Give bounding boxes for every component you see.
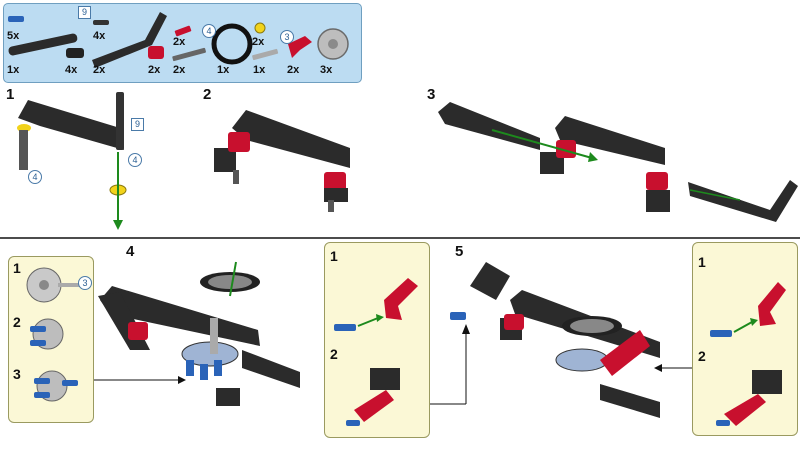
qty-wheel: 3x (320, 64, 333, 76)
bent-beam-part (92, 12, 167, 68)
parts-drawings (8, 12, 349, 68)
step4-model (92, 261, 300, 406)
axle-pin-part (93, 20, 109, 25)
step-number-2: 2 (203, 86, 212, 103)
qty-beam-9: 1x (7, 64, 20, 76)
callout-left-sub-1: 1 (13, 260, 21, 276)
step-number-3: 3 (427, 86, 436, 103)
step1-beam-length: 9 (131, 118, 144, 131)
wheel-hub-detail (328, 39, 338, 49)
step5-model (430, 262, 692, 418)
step2-model (214, 110, 350, 212)
yellow-bush-part (254, 22, 266, 34)
qty-axle-pin: 4x (93, 30, 106, 42)
qty-bush-yellow: 2x (252, 36, 265, 48)
callout-right (692, 242, 798, 436)
callout-mid-sub-2: 2 (330, 346, 338, 362)
qty-red-connector: 2x (148, 64, 161, 76)
step3-model (438, 102, 798, 222)
step-number-5: 5 (455, 243, 464, 260)
axle-3-part (252, 48, 279, 61)
qty-axle-4: 2x (173, 64, 186, 76)
axle-4-part (172, 47, 206, 62)
red-angle-part (288, 36, 312, 58)
qty-axle-3: 1x (253, 64, 266, 76)
qty-pin-blue: 5x (7, 30, 20, 42)
beam-length-label: 9 (78, 6, 91, 19)
red-axle-part (174, 25, 192, 37)
callout-mid (324, 242, 430, 438)
qty-axle-red: 2x (173, 36, 186, 48)
callout-left-sub-2: 2 (13, 314, 21, 330)
callout-left-sub-3: 3 (13, 366, 21, 382)
step-number-4: 4 (126, 243, 135, 260)
step1-axle-length-b: 4 (128, 153, 142, 167)
qty-tire: 1x (217, 64, 230, 76)
callout-left-axle-length: 3 (78, 276, 92, 290)
qty-bent-beam: 2x (93, 64, 106, 76)
callout-right-sub-1: 1 (698, 254, 706, 270)
red-connector-part (148, 46, 164, 59)
step1-model (17, 92, 127, 230)
step-number-1: 1 (6, 86, 15, 103)
qty-connector-black: 4x (65, 64, 78, 76)
black-connector-part (66, 48, 84, 58)
qty-red-angle: 2x (287, 64, 300, 76)
axle-4-length-label: 4 (202, 24, 216, 38)
callout-mid-sub-1: 1 (330, 248, 338, 264)
callout-right-sub-2: 2 (698, 348, 706, 364)
beam-9-part (8, 33, 78, 56)
axle-3-length-label: 3 (280, 30, 294, 44)
blue-pin-part (8, 16, 24, 22)
tire-part (211, 23, 253, 65)
step1-axle-length-a: 4 (28, 170, 42, 184)
